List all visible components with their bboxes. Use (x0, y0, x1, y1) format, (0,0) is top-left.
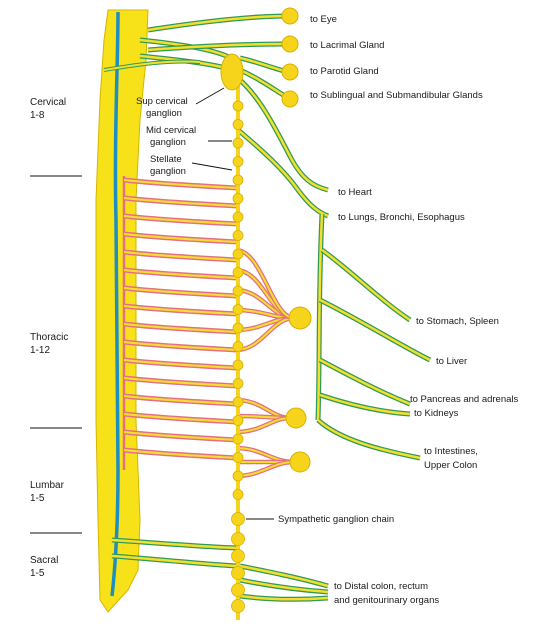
segment-label-lumbar: Lumbar (30, 480, 65, 491)
target-parotid: to Parotid Gland (310, 66, 379, 77)
chain-ganglion (233, 360, 243, 370)
segment-label-thoracic: Thoracic (30, 332, 68, 343)
chain-ganglion (233, 453, 243, 463)
chain-ganglion (233, 434, 243, 444)
segment-label-sacral: Sacral (30, 555, 58, 566)
inferior-mesenteric-ganglion (290, 452, 310, 472)
target-heart: to Heart (338, 187, 372, 198)
segment-range-sacral: 1-5 (30, 568, 45, 579)
segment-labels: Cervical 1-8 Thoracic 1-12 Lumbar 1-5 Sa… (30, 97, 68, 579)
target-intestines-2: Upper Colon (424, 460, 477, 471)
chain-ganglion (233, 286, 243, 296)
chain-ganglion (233, 490, 243, 500)
chain-ganglion (233, 249, 243, 259)
target-eye: to Eye (310, 14, 337, 25)
sup-cervical-label-2: ganglion (146, 108, 182, 119)
celiac-ganglion (289, 307, 311, 329)
mid-cervical-label-2: ganglion (150, 137, 186, 148)
chain-ganglion (233, 175, 243, 185)
target-sublingual: to Sublingual and Submandibular Glands (310, 90, 483, 101)
chain-ganglion (233, 416, 243, 426)
segment-range-cervical: 1-8 (30, 110, 45, 121)
target-stomach: to Stomach, Spleen (416, 316, 499, 327)
target-lacrimal: to Lacrimal Gland (310, 40, 384, 51)
chain-ganglion (233, 194, 243, 204)
sup-cervical-ganglion (221, 54, 243, 90)
stellate-leader (192, 163, 232, 170)
thoracic-outflow (124, 180, 238, 458)
stellate-label-2: ganglion (150, 166, 186, 177)
segment-range-thoracic: 1-12 (30, 345, 50, 356)
sup-cervical-label-1: Sup cervical (136, 96, 188, 107)
chain-ganglion (233, 212, 243, 222)
chain-ganglion (233, 379, 243, 389)
chain-ganglion (233, 342, 243, 352)
target-distal-2: and genitourinary organs (334, 595, 439, 606)
chain-ganglion (232, 513, 245, 526)
chain-ganglion (233, 471, 243, 481)
chain-ganglion (232, 567, 245, 580)
chain-ganglion (233, 120, 243, 130)
ganglion-lacrimal (282, 36, 298, 52)
collateral-fibers (236, 250, 294, 476)
chain-ganglion (232, 533, 245, 546)
chain-ganglion (233, 138, 243, 148)
chain-ganglion (233, 305, 243, 315)
chain-ganglion (233, 323, 243, 333)
segment-label-cervical: Cervical (30, 97, 66, 108)
target-liver: to Liver (436, 356, 467, 367)
target-intestines-1: to Intestines, (424, 446, 478, 457)
chain-ganglion (233, 157, 243, 167)
ganglion-sublingual (282, 91, 298, 107)
target-kidneys: to Kidneys (414, 408, 459, 419)
chain-ganglion (233, 268, 243, 278)
chain-ganglion (233, 231, 243, 241)
chain-ganglion (232, 600, 245, 613)
target-distal-1: to Distal colon, rectum (334, 581, 428, 592)
pelvic-nerves (112, 540, 328, 599)
chain-ganglion (232, 584, 245, 597)
visceral-trunk (318, 214, 430, 458)
chain-ganglion (233, 101, 243, 111)
collateral-fiber-pink (236, 250, 294, 318)
segment-range-lumbar: 1-5 (30, 493, 45, 504)
stellate-label-1: Stellate (150, 154, 182, 165)
sup-cervical-leader (196, 88, 224, 104)
superior-mesenteric-ganglion (286, 408, 306, 428)
chain-label: Sympathetic ganglion chain (278, 514, 394, 525)
mid-cervical-label-1: Mid cervical (146, 125, 196, 136)
chain-ganglion (233, 397, 243, 407)
target-pancreas: to Pancreas and adrenals (410, 394, 519, 405)
target-ganglia (282, 8, 311, 472)
chain-ganglion (232, 550, 245, 563)
ganglion-eye (282, 8, 298, 24)
target-lungs: to Lungs, Bronchi, Esophagus (338, 212, 465, 223)
ganglion-parotid (282, 64, 298, 80)
